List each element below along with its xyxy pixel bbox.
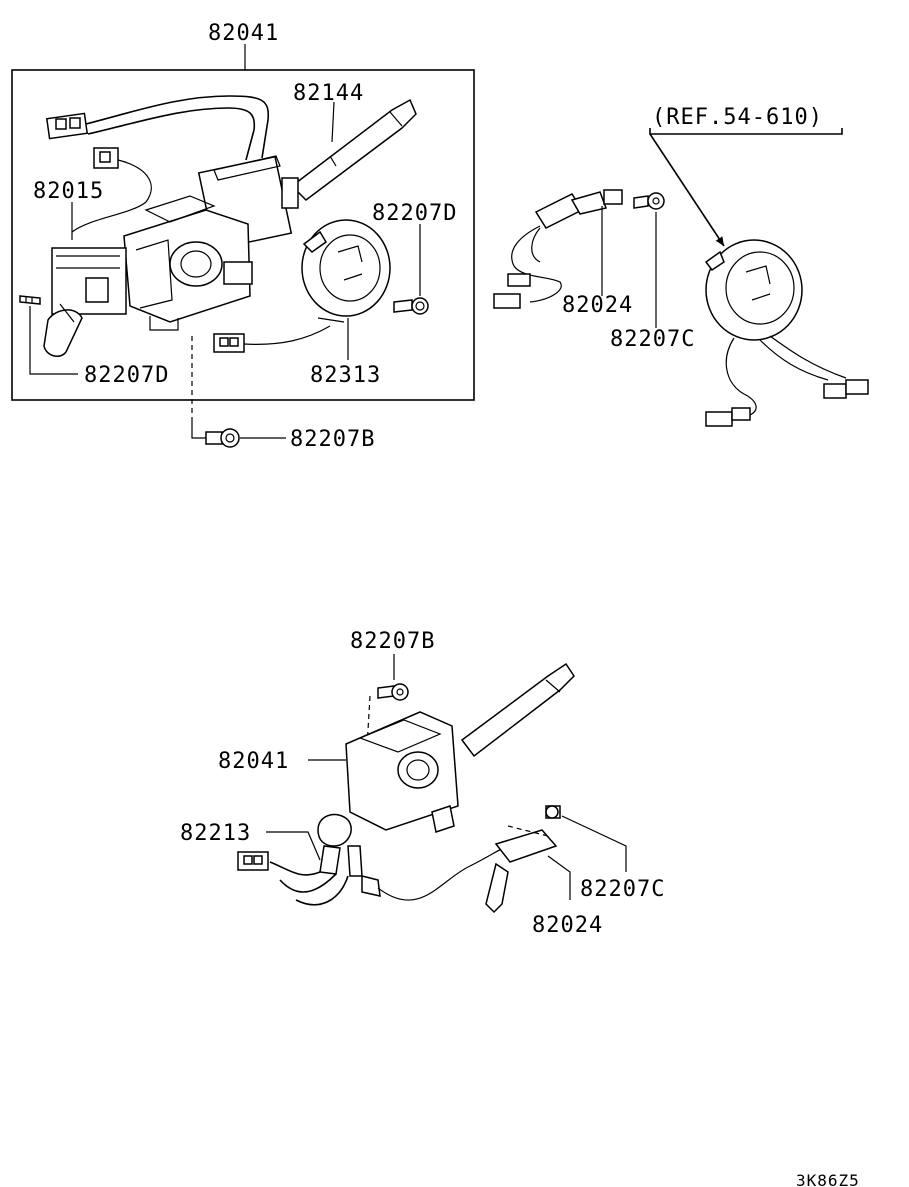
connector-mid-left — [71, 147, 152, 233]
assembly-frame — [11, 69, 475, 401]
callout-82207c-top: 82207C — [610, 327, 695, 352]
callout-82313: 82313 — [310, 363, 381, 388]
screw-82207b-bottom — [377, 683, 409, 701]
callout-82041-bottom: 82041 — [218, 749, 289, 774]
sensor-82024-bottom — [485, 825, 558, 914]
callout-82207c-bottom: 82207C — [580, 877, 665, 902]
callout-82207d-left: 82207D — [84, 363, 169, 388]
callout-82207b-bottom: 82207B — [350, 629, 435, 654]
screw-82207c-bottom — [545, 805, 561, 819]
connector-lower — [213, 325, 331, 353]
callout-ref-54-610: (REF.54-610) — [652, 105, 823, 130]
callout-82041-top: 82041 — [208, 21, 279, 46]
callout-82024-top: 82024 — [562, 293, 633, 318]
combination-switch-body — [123, 195, 253, 331]
lever-switch-82015 — [43, 247, 127, 357]
connector-upper-left — [45, 95, 270, 161]
clock-spring-82313 — [301, 219, 391, 323]
harness-82213 — [237, 845, 505, 906]
callout-82207b-top: 82207B — [290, 427, 375, 452]
callout-82213: 82213 — [180, 821, 251, 846]
callout-82207d-right: 82207D — [372, 201, 457, 226]
screw-82207d-right — [393, 297, 429, 315]
callout-82144: 82144 — [293, 81, 364, 106]
screw-82207d-left — [19, 295, 41, 305]
callout-82024-bottom: 82024 — [532, 913, 603, 938]
diagram-code: 3K86Z5 — [796, 1171, 860, 1187]
screw-82207c-top — [633, 192, 665, 210]
screw-82207b-top — [205, 428, 240, 448]
callout-82015: 82015 — [33, 179, 104, 204]
combination-switch-bottom — [317, 662, 575, 847]
sensor-82024-top — [493, 189, 623, 309]
clock-spring-ref — [704, 239, 869, 427]
